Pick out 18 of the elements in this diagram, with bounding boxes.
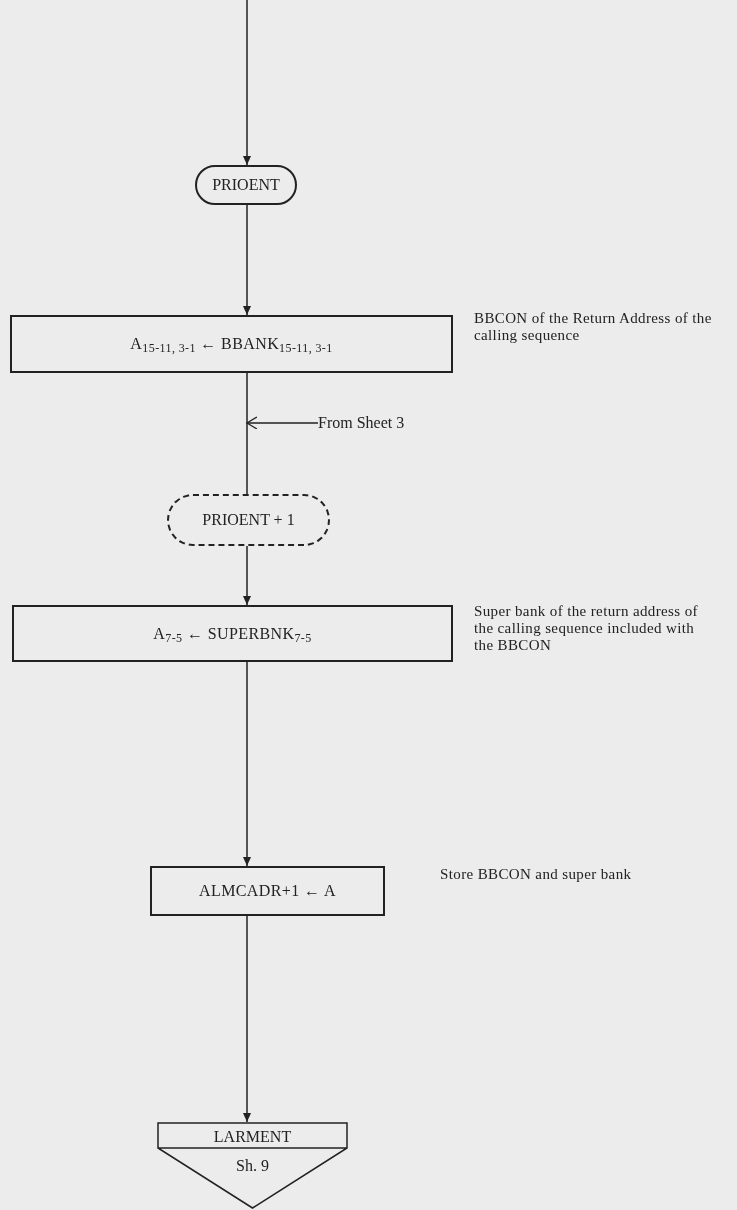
process-box: ALMCADR+1 ← A bbox=[150, 866, 385, 916]
sheet-reference: From Sheet 3 bbox=[318, 412, 418, 434]
process-box: A$_{15-11, 3-1}$ ← BBANK$_{15-11, 3-1}$ bbox=[10, 315, 453, 373]
connector-terminal: PRIOENT + 1 bbox=[167, 494, 330, 546]
terminal-box: PRIOENT bbox=[195, 165, 297, 205]
flow-arrow bbox=[243, 915, 251, 1123]
annotation-note: Store BBCON and super bank bbox=[440, 866, 633, 883]
flow-arrow bbox=[243, 545, 251, 606]
annotation-note: BBCON of the Return Address of the calling sequence bbox=[474, 310, 713, 344]
annotation-note: Super bank of the return address of the calling sequence included with the BBCON bbox=[474, 603, 699, 654]
leader-arrow bbox=[246, 416, 319, 430]
off-page-connector bbox=[157, 1122, 348, 1209]
sheet-number: Sh. 9 bbox=[235, 1156, 270, 1176]
connector-label: LARMENT bbox=[212, 1127, 293, 1147]
flow-arrow bbox=[243, 0, 251, 166]
flow-arrow bbox=[243, 661, 251, 867]
flow-arrow bbox=[243, 204, 251, 316]
process-box: A$_{7-5}$ ← SUPERBNK$_{7-5}$ bbox=[12, 605, 453, 662]
